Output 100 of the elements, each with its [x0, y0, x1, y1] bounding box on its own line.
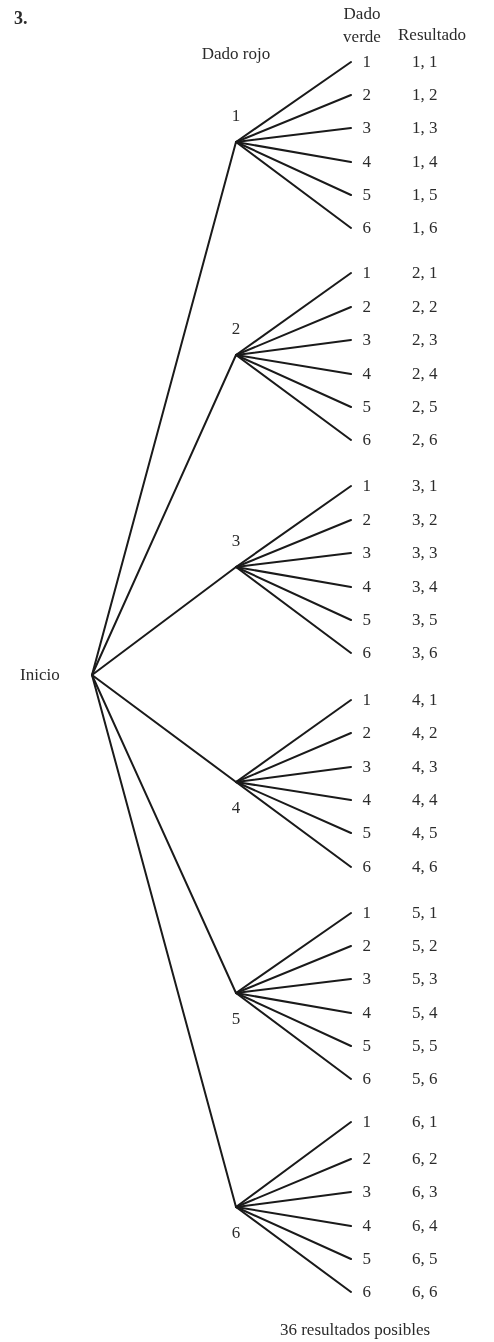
outcome-pair: 1, 2	[412, 85, 439, 105]
outcome-pair: 3, 3	[412, 543, 439, 563]
outcome-label: 2	[351, 509, 371, 531]
branch-line	[235, 566, 352, 588]
branch-line	[235, 61, 352, 143]
outcome-label: 5	[351, 609, 371, 631]
branch-label: 2	[226, 319, 246, 355]
branch-label: 6	[226, 1207, 246, 1243]
outcome-label: 3	[351, 968, 371, 990]
branch-line	[235, 1206, 352, 1260]
outcome-pair: 3, 1	[412, 476, 439, 496]
outcome-label: 2	[351, 935, 371, 957]
branch-line	[235, 141, 352, 196]
outcome-label: 4	[351, 1215, 371, 1237]
branch-line	[235, 519, 352, 568]
outcome-label: 5	[351, 1035, 371, 1057]
total-note: 36 resultados posibles	[278, 1320, 432, 1340]
outcome-pair: 6, 5	[412, 1249, 439, 1269]
branch-line	[235, 354, 352, 408]
outcome-pair: 6, 6	[412, 1282, 439, 1302]
branch-line	[235, 141, 352, 229]
column-heading: Dado rojo	[200, 43, 272, 65]
outcome-label: 3	[351, 1181, 371, 1203]
outcome-pair: 4, 6	[412, 857, 439, 877]
branch-label: 5	[226, 993, 246, 1029]
outcome-pair: 3, 2	[412, 510, 439, 530]
outcome-label: 6	[351, 1281, 371, 1303]
branch-line	[235, 485, 352, 568]
branch-label: 4	[226, 782, 246, 818]
outcome-pair: 5, 4	[412, 1003, 439, 1023]
outcome-pair: 4, 5	[412, 823, 439, 843]
outcome-pair: 5, 1	[412, 903, 439, 923]
outcome-pair: 4, 1	[412, 690, 439, 710]
outcome-label: 3	[351, 542, 371, 564]
outcome-pair: 6, 3	[412, 1182, 439, 1202]
outcome-label: 3	[351, 117, 371, 139]
branch-line	[235, 945, 352, 994]
outcome-label: 1	[351, 262, 371, 284]
branch-line	[235, 1121, 352, 1208]
outcome-pair: 3, 5	[412, 610, 439, 630]
branch-line	[235, 306, 352, 356]
outcome-label: 3	[351, 329, 371, 351]
branch-line	[91, 566, 237, 676]
outcome-pair: 4, 3	[412, 757, 439, 777]
branch-line	[235, 699, 352, 783]
branch-line	[235, 992, 352, 1047]
outcome-label: 1	[351, 1111, 371, 1133]
branch-label: 3	[226, 531, 246, 567]
outcome-pair: 3, 6	[412, 643, 439, 663]
outcome-label: 5	[351, 184, 371, 206]
outcome-pair: 5, 5	[412, 1036, 439, 1056]
branch-line	[235, 1206, 352, 1227]
branch-line	[235, 732, 352, 783]
branch-line	[235, 566, 352, 654]
outcome-pair: 5, 6	[412, 1069, 439, 1089]
outcome-label: 1	[351, 902, 371, 924]
branch-line	[235, 781, 352, 834]
column-heading: Dado verde	[342, 3, 382, 48]
start-label: Inicio	[20, 663, 92, 687]
branch-label: 1	[226, 106, 246, 142]
outcome-pair: 4, 2	[412, 723, 439, 743]
outcome-pair: 1, 5	[412, 185, 439, 205]
branch-line	[235, 1206, 352, 1293]
outcome-pair: 2, 1	[412, 263, 439, 283]
branch-line	[91, 141, 237, 676]
outcome-label: 6	[351, 856, 371, 878]
outcome-label: 2	[351, 84, 371, 106]
outcome-label: 2	[351, 296, 371, 318]
outcome-label: 1	[351, 51, 371, 73]
outcome-label: 5	[351, 396, 371, 418]
branch-line	[235, 992, 352, 1080]
outcome-label: 2	[351, 1148, 371, 1170]
outcome-pair: 6, 4	[412, 1216, 439, 1236]
outcome-pair: 2, 3	[412, 330, 439, 350]
outcome-label: 5	[351, 822, 371, 844]
outcome-pair: 2, 4	[412, 364, 439, 384]
outcome-label: 4	[351, 363, 371, 385]
outcome-pair: 2, 5	[412, 397, 439, 417]
outcome-label: 5	[351, 1248, 371, 1270]
branch-line	[91, 674, 237, 1208]
outcome-label: 1	[351, 475, 371, 497]
branch-line	[235, 781, 352, 868]
outcome-pair: 2, 2	[412, 297, 439, 317]
branch-line	[235, 272, 352, 356]
branch-line	[235, 94, 352, 143]
outcome-label: 3	[351, 756, 371, 778]
outcome-label: 6	[351, 217, 371, 239]
exercise-number: 3.	[14, 8, 29, 28]
outcome-label: 4	[351, 576, 371, 598]
outcome-pair: 1, 3	[412, 118, 439, 138]
branch-line	[91, 354, 237, 676]
outcome-pair: 3, 4	[412, 577, 439, 597]
branch-line	[235, 1158, 352, 1208]
outcome-label: 6	[351, 642, 371, 664]
outcome-pair: 5, 3	[412, 969, 439, 989]
outcome-label: 2	[351, 722, 371, 744]
outcome-label: 6	[351, 1068, 371, 1090]
outcome-pair: 5, 2	[412, 936, 439, 956]
outcome-pair: 2, 6	[412, 430, 439, 450]
branch-line	[235, 781, 352, 801]
